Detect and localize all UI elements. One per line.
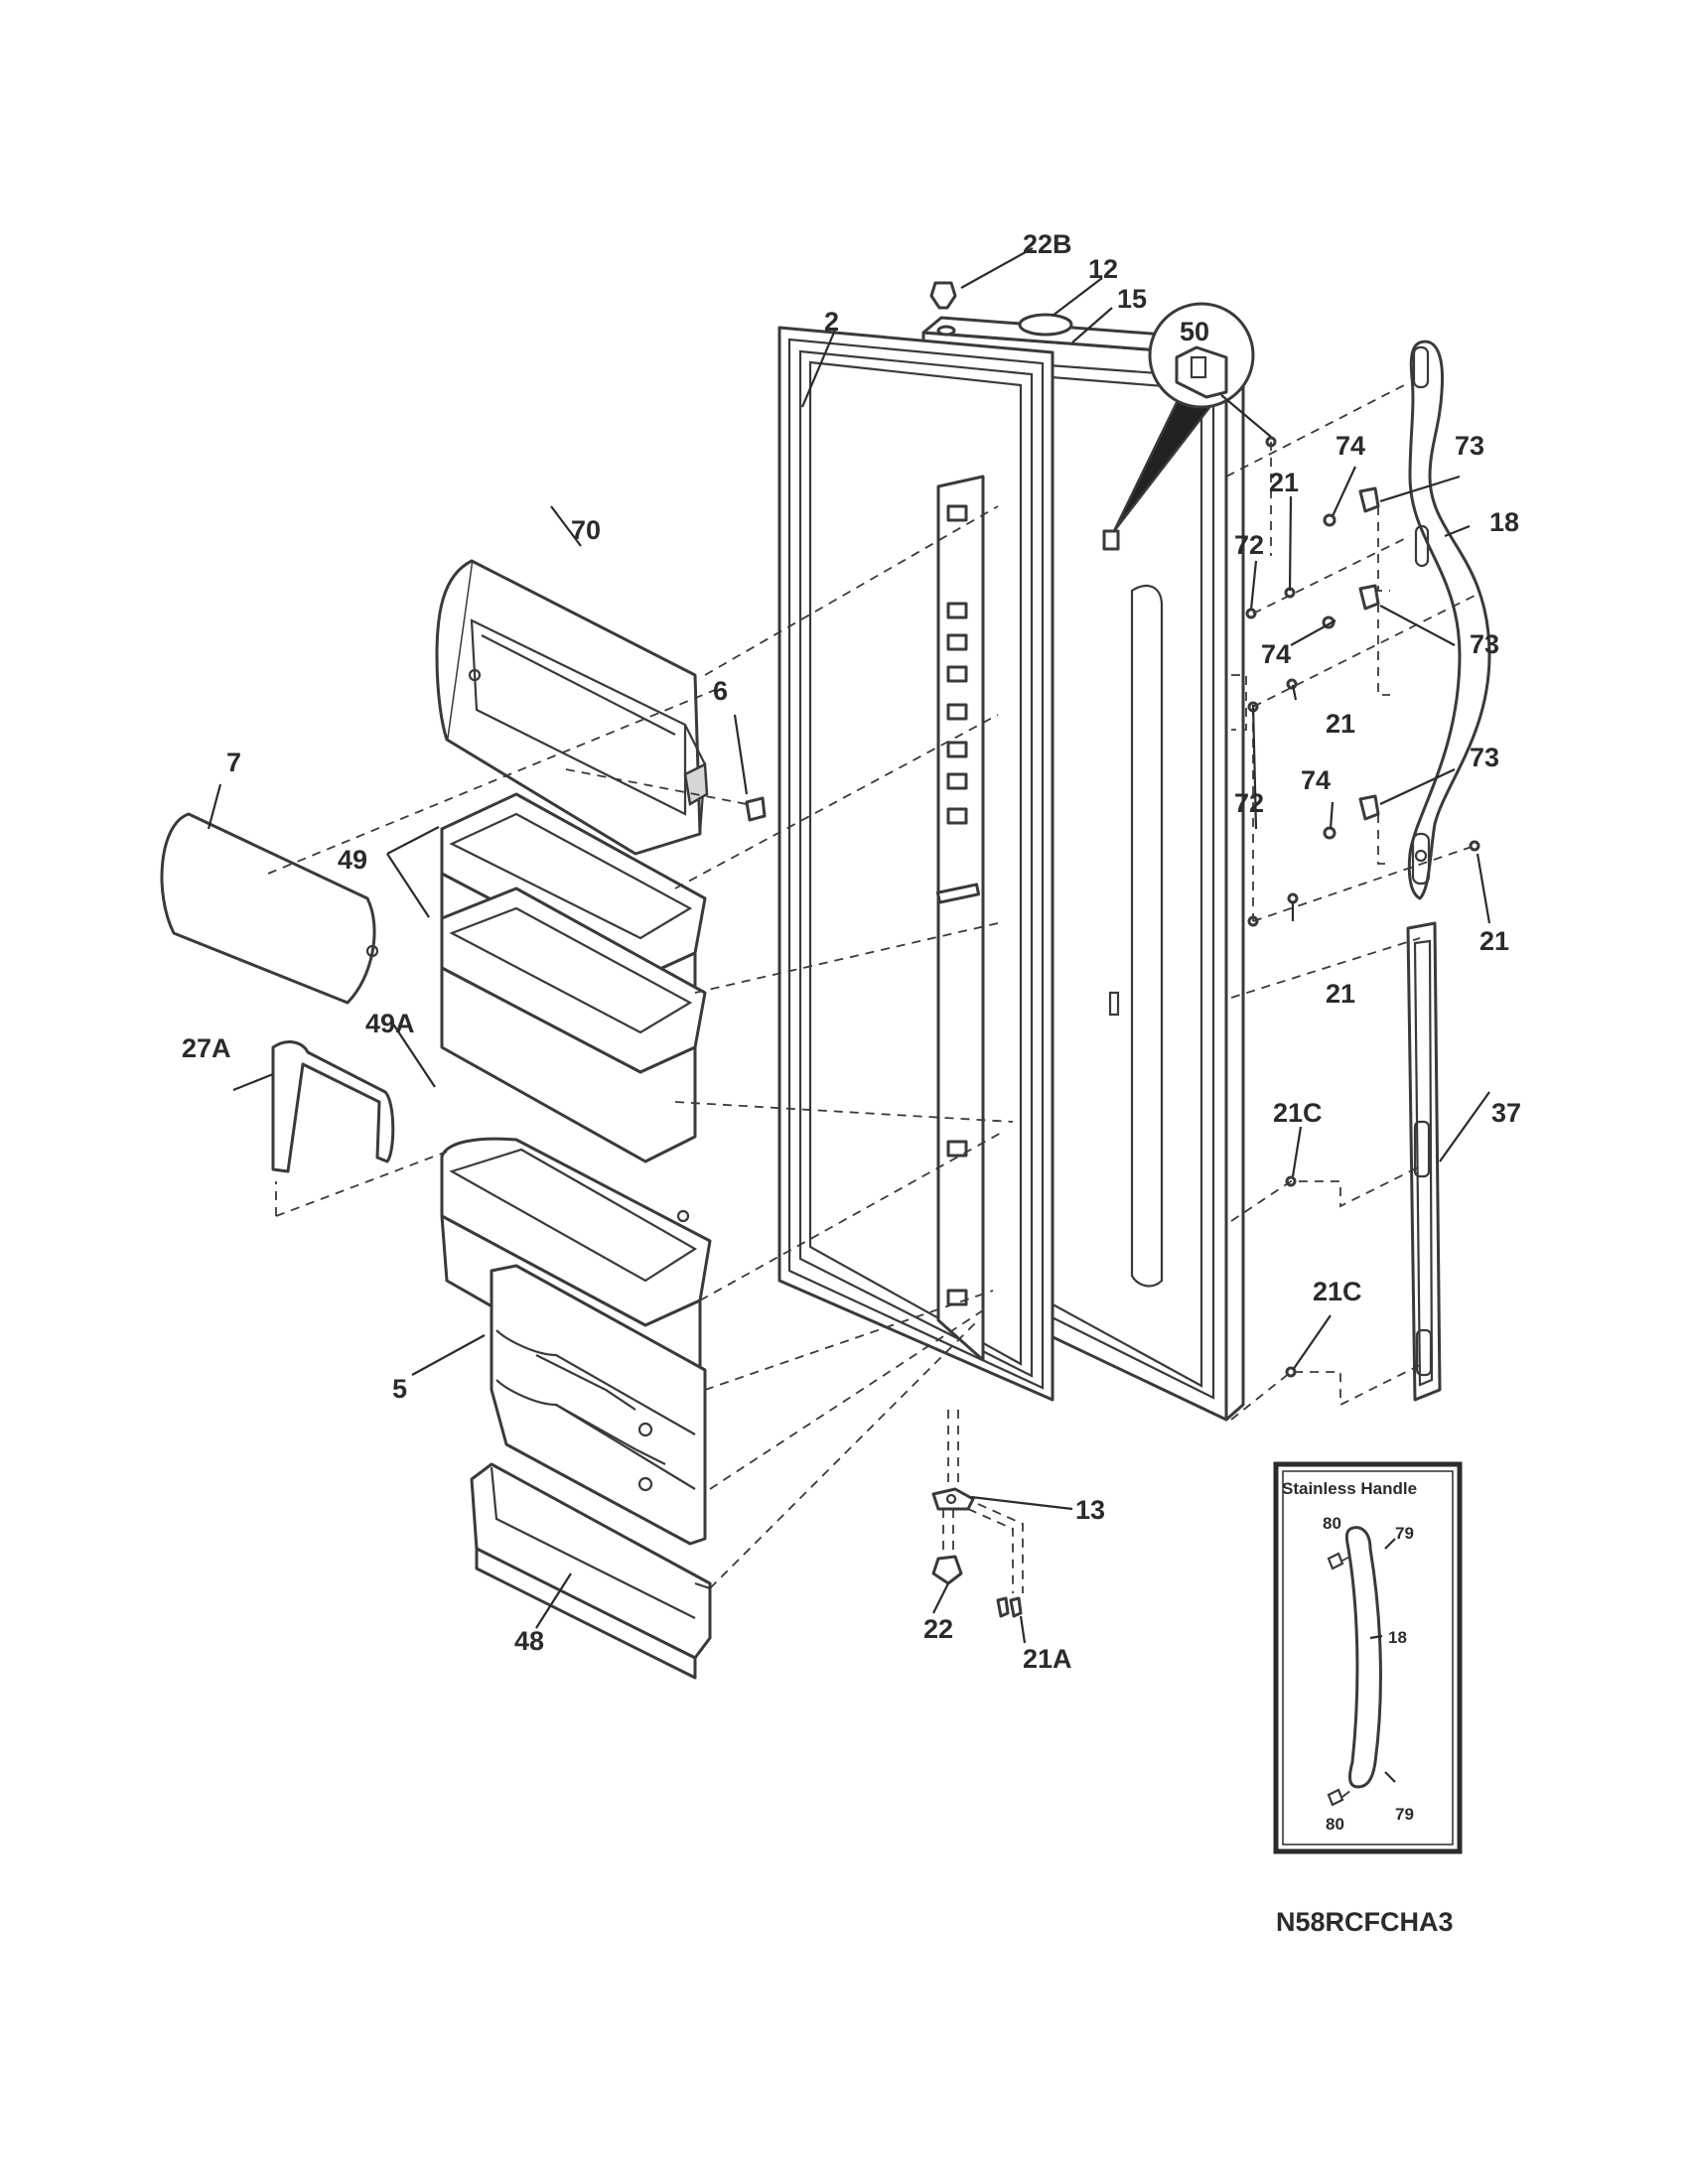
bottle-retainer bbox=[271, 1040, 395, 1173]
label-18: 18 bbox=[1489, 507, 1519, 537]
door-bin-lower bbox=[440, 887, 707, 1163]
label-6: 6 bbox=[713, 676, 728, 706]
assembly-lines-bottom bbox=[942, 1410, 1024, 1593]
inset-label-80-bottom: 80 bbox=[1326, 1815, 1344, 1834]
label-70: 70 bbox=[571, 515, 601, 545]
label-13: 13 bbox=[1075, 1495, 1105, 1525]
label-21-middle: 21 bbox=[1326, 709, 1355, 739]
label-12: 12 bbox=[1088, 254, 1118, 284]
bin-clip bbox=[745, 796, 767, 822]
label-7: 7 bbox=[226, 748, 241, 777]
bottom-hinge bbox=[931, 1487, 1023, 1618]
label-21-right: 21 bbox=[1479, 926, 1509, 956]
label-21C-upper: 21C bbox=[1273, 1098, 1323, 1128]
model-code: N58RCFCHA3 bbox=[1276, 1907, 1454, 1937]
label-48: 48 bbox=[514, 1626, 544, 1656]
door-gasket bbox=[777, 326, 1055, 1402]
label-5: 5 bbox=[392, 1374, 407, 1404]
assembly-lines-left bbox=[267, 505, 1014, 1589]
label-2: 2 bbox=[824, 307, 839, 337]
liner-rail bbox=[935, 475, 985, 1362]
bottom-door-bin bbox=[470, 1462, 712, 1680]
label-72-top: 72 bbox=[1234, 530, 1264, 560]
label-21A: 21A bbox=[1023, 1644, 1072, 1674]
leader-lines bbox=[207, 247, 1491, 1644]
label-73-bottom: 73 bbox=[1470, 743, 1499, 772]
label-37: 37 bbox=[1491, 1098, 1521, 1128]
label-49: 49 bbox=[338, 845, 367, 875]
label-21-top: 21 bbox=[1269, 468, 1299, 497]
inset-label-79-bottom: 79 bbox=[1395, 1805, 1414, 1824]
label-74-middle: 74 bbox=[1261, 639, 1291, 669]
door-handle bbox=[1407, 340, 1491, 900]
label-21-lower: 21 bbox=[1326, 979, 1355, 1009]
label-22B: 22B bbox=[1023, 229, 1072, 259]
label-74-bottom: 74 bbox=[1301, 765, 1331, 795]
dairy-bin bbox=[435, 559, 709, 856]
label-27A: 27A bbox=[182, 1033, 231, 1063]
plug bbox=[1018, 313, 1073, 337]
handle-trim bbox=[1406, 921, 1442, 1402]
inset-label-79-top: 79 bbox=[1395, 1524, 1414, 1543]
inset-title: Stainless Handle bbox=[1282, 1479, 1417, 1498]
handle-fasteners bbox=[1245, 436, 1480, 1378]
clip-callout bbox=[1112, 302, 1255, 532]
label-73-top: 73 bbox=[1455, 431, 1484, 461]
label-15: 15 bbox=[1117, 284, 1147, 314]
stainless-handle-inset: Stainless Handle 80 79 18 80 79 bbox=[1273, 1461, 1463, 1854]
label-50: 50 bbox=[1180, 317, 1209, 346]
assembly-lines-right bbox=[1225, 381, 1476, 1421]
clip-on-liner bbox=[1102, 529, 1120, 551]
label-21C-lower: 21C bbox=[1313, 1277, 1362, 1306]
egg-shelf bbox=[490, 1264, 707, 1546]
label-74-top: 74 bbox=[1336, 431, 1365, 461]
label-73-middle: 73 bbox=[1470, 629, 1499, 659]
label-49A: 49A bbox=[365, 1009, 415, 1038]
hinge-pin-top bbox=[929, 281, 957, 337]
label-72-bottom: 72 bbox=[1234, 788, 1264, 818]
inset-label-18: 18 bbox=[1388, 1628, 1407, 1647]
inset-label-80-top: 80 bbox=[1323, 1514, 1341, 1533]
dairy-door bbox=[160, 812, 379, 1005]
label-22: 22 bbox=[923, 1614, 953, 1644]
